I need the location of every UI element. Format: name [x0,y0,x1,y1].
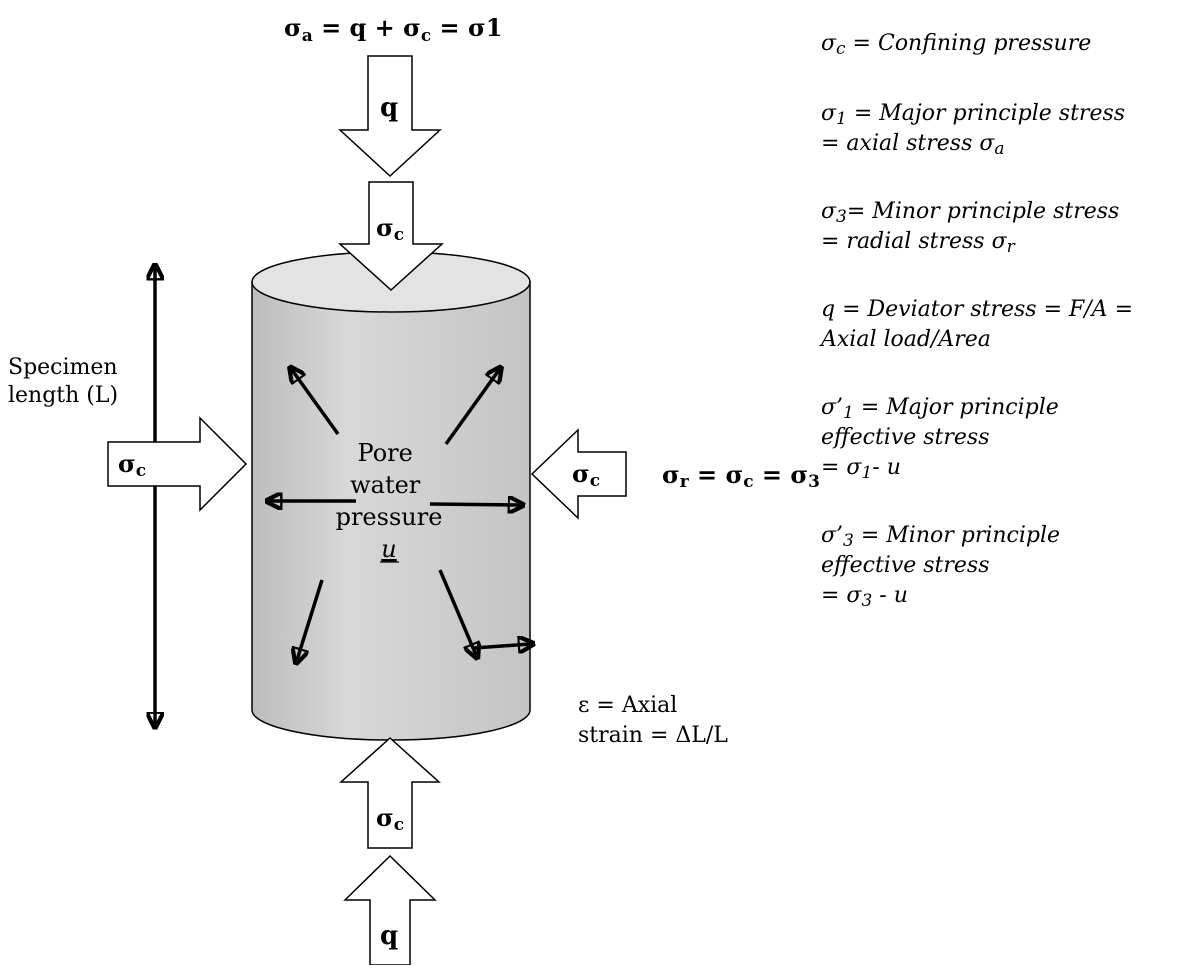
pore-water-label: Pore water pressure [336,439,443,531]
legend-minor-stress: σ3= Minor principle stress [821,199,1119,227]
top-confining-label: σc [376,213,404,245]
legend-axial-stress: = axial stress σa [821,131,1005,159]
bottom-confining-arrow [339,736,441,849]
legend-major-effective-1: σ’1 = Major principle [821,395,1059,423]
specimen-length-label: Specimen length (L) [8,355,125,408]
top-deviator-arrow [338,55,442,178]
legend-radial-stress: = radial stress σr [821,229,1016,257]
legend-confining: σc = Confining pressure [821,31,1091,59]
legend-major-effective-3: = σ1- u [821,455,901,483]
pore-pressure-arrows [270,370,530,660]
axial-stress-formula: σa = q + σc = σ1 [284,13,502,46]
legend-major-effective-2: effective stress [821,425,990,450]
pore-water-symbol: u [381,535,396,563]
legend-minor-effective-2: effective stress [821,553,990,578]
left-confining-arrow [107,416,248,512]
right-confining-arrow [530,428,627,520]
legend-deviator-stress: q = Deviator stress = F/A = Axial load/A… [819,297,1140,352]
bottom-confining-label: σc [376,803,404,835]
legend-minor-effective-3: = σ3 - u [821,583,908,611]
right-confining-label: σc [572,459,600,491]
top-deviator-label: q [380,93,398,123]
left-confining-label: σc [118,449,146,481]
top-confining-arrow [338,181,444,292]
legend: σc = Confining pressure σ1 = Major princ… [819,31,1140,611]
legend-major-stress: σ1 = Major principle stress [821,101,1125,129]
bottom-deviator-label: q [380,921,398,951]
radial-stress-formula: σr = σc = σ3 [662,460,820,492]
axial-strain-label: ε = Axial strain = ΔL/L [578,693,728,748]
legend-minor-effective-1: σ’3 = Minor principle [821,523,1060,551]
